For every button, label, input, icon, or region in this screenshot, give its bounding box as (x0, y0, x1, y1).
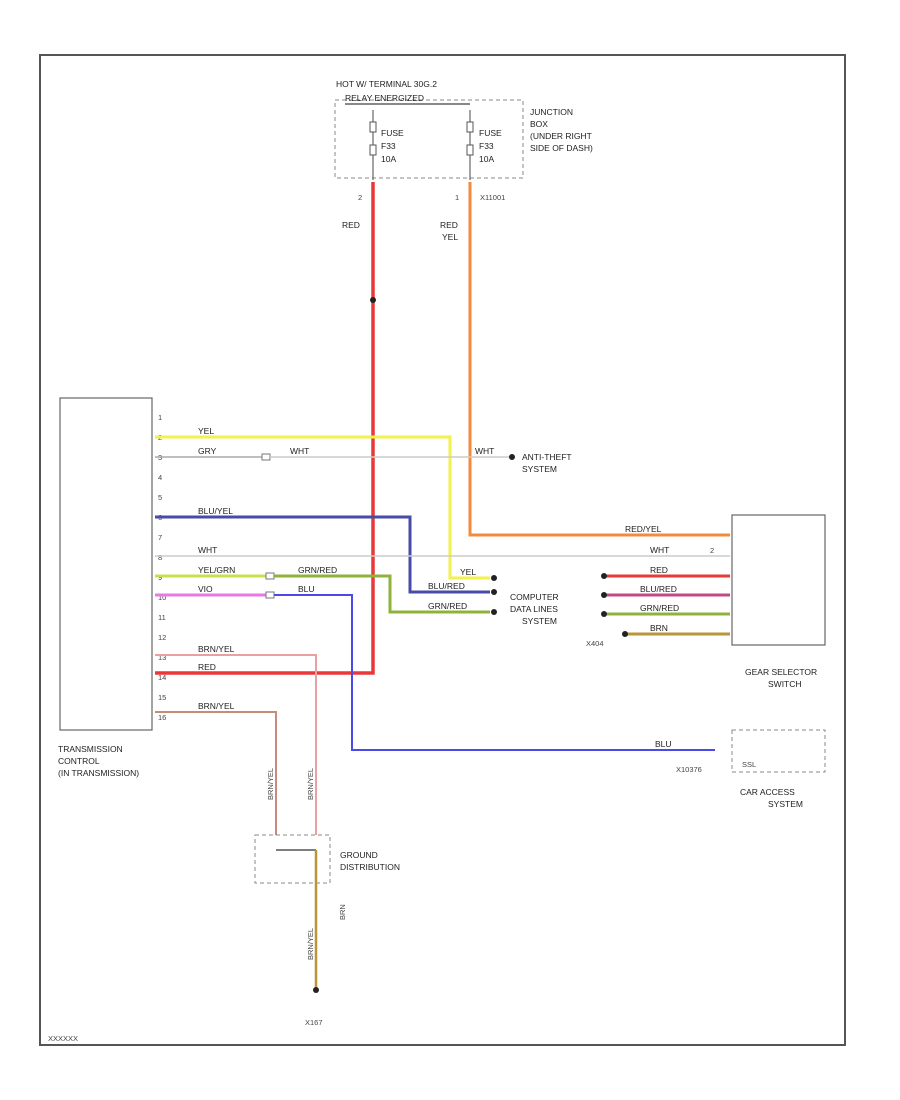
tcm-pin-list: 1 2 3 4 5 6 7 8 9 10 11 12 13 14 15 16 (158, 413, 166, 722)
wire-label-vio: VIO (198, 584, 213, 594)
computer-data-label-2: DATA LINES (510, 604, 558, 614)
wire-gry-wht (155, 453, 515, 461)
wire-vio-blu (155, 591, 715, 751)
gear-selector-label-1: GEAR SELECTOR (745, 667, 817, 677)
car-access-label-2: SYSTEM (768, 799, 803, 809)
wire-blu-yel (155, 515, 490, 594)
wire-label-red-yel-gs: RED/YEL (625, 524, 662, 534)
ground-dist-label-1: GROUND (340, 850, 378, 860)
tcm-label-3: (IN TRANSMISSION) (58, 768, 139, 778)
wire-label-blu-red: BLU/RED (428, 581, 465, 591)
svg-text:FUSE: FUSE (381, 128, 404, 138)
computer-data-label-3: SYSTEM (522, 616, 557, 626)
svg-text:10A: 10A (479, 154, 494, 164)
car-access-box (731, 729, 826, 773)
computer-data-label-1: COMPUTER (510, 592, 559, 602)
svg-text:10: 10 (158, 593, 166, 602)
wire-label-yel: YEL (198, 426, 214, 436)
junction-box-location-1: JUNCTION (530, 107, 573, 117)
wire-label-blu-ca: BLU (655, 739, 672, 749)
ground-point-label: X167 (305, 1018, 323, 1027)
wire-label-brn-yel-1: BRN/YEL (198, 644, 235, 654)
wire-label-blu-red-gs: BLU/RED (640, 584, 677, 594)
fuse-header-1: HOT W/ TERMINAL 30G.2 (336, 79, 437, 89)
fuse-pin-left: 2 (358, 193, 362, 202)
tcm-label-1: TRANSMISSION (58, 744, 123, 754)
gear-selector-label-2: SWITCH (768, 679, 802, 689)
fuse-pin-right: 1 (455, 193, 459, 202)
wire-label-brn-ground: BRN (338, 904, 347, 920)
fuse-junction-box (334, 99, 524, 179)
diagram-frame (39, 54, 846, 1046)
wire-label-yel-data: YEL (460, 567, 476, 577)
fuse-header-2: RELAY ENERGIZED (345, 93, 424, 103)
gear-selector-pin: 2 (710, 546, 714, 555)
junction-box-location-3: (UNDER RIGHT (530, 131, 592, 141)
data-line-arrows (491, 575, 497, 615)
tcm-module-box (59, 397, 153, 731)
gear-selector-box (731, 514, 826, 646)
svg-text:10A: 10A (381, 154, 396, 164)
junction-box-location-4: SIDE OF DASH) (530, 143, 593, 153)
wire-label-grn-red-gs: GRN/RED (640, 603, 679, 613)
gear-selector-wires (601, 573, 730, 637)
connector-x404-label: X404 (586, 639, 604, 648)
wire-yel-grn (155, 572, 490, 614)
wire-label-brown-v3: BRN/YEL (306, 928, 315, 960)
wire-label-red-right-2: YEL (442, 232, 458, 242)
ground-distribution-box (254, 834, 331, 884)
car-access-label-1: CAR ACCESS (740, 787, 795, 797)
svg-text:11: 11 (158, 613, 166, 622)
antitheft-label-1: ANTI-THEFT (522, 452, 572, 462)
tcm-label-2: CONTROL (58, 756, 100, 766)
svg-text:FUSE: FUSE (479, 128, 502, 138)
wire-label-grn-red-data: GRN/RED (428, 601, 467, 611)
wire-label-red-left: RED (342, 220, 360, 230)
wire-label-brn-yel-2: BRN/YEL (198, 701, 235, 711)
svg-text:13: 13 (158, 653, 166, 662)
footer-code: XXXXXX (48, 1034, 78, 1043)
fuse-connector-id: X11001 (480, 193, 505, 202)
wire-label-brown-v2: BRN/YEL (306, 768, 315, 800)
svg-text:15: 15 (158, 693, 166, 702)
wire-label-grn-red: GRN/RED (298, 565, 337, 575)
car-access-connector: X10376 (676, 765, 702, 774)
wire-red-power (155, 182, 376, 675)
svg-text:16: 16 (158, 713, 166, 722)
wire-label-wht-pin7: WHT (198, 545, 217, 555)
wire-label-red-right-1: RED (440, 220, 458, 230)
svg-text:F33: F33 (381, 141, 396, 151)
svg-text:8: 8 (158, 553, 162, 562)
fuse-left: FUSE F33 10A (369, 110, 404, 180)
wire-label-wht-gs: WHT (650, 545, 669, 555)
wire-label-yel-grn: YEL/GRN (198, 565, 235, 575)
wire-yel (155, 435, 490, 580)
wire-label-wht-mid: WHT (290, 446, 309, 456)
svg-text:14: 14 (158, 673, 166, 682)
wire-label-wht-right: WHT (475, 446, 494, 456)
svg-text:4: 4 (158, 473, 162, 482)
svg-text:1: 1 (158, 413, 162, 422)
svg-text:12: 12 (158, 633, 166, 642)
wire-label-blu-yel: BLU/YEL (198, 506, 233, 516)
wire-label-red-gs: RED (650, 565, 668, 575)
ground-dist-label-2: DISTRIBUTION (340, 862, 400, 872)
svg-text:5: 5 (158, 493, 162, 502)
fuse-right: FUSE F33 10A (466, 110, 502, 180)
wire-brn-yel-1 (155, 654, 317, 835)
wire-label-brn-gs: BRN (650, 623, 668, 633)
wire-label-brown-v1: BRN/YEL (266, 768, 275, 800)
wire-brn-yel-2 (155, 711, 277, 835)
wire-red-yel (468, 182, 730, 537)
antitheft-label-2: SYSTEM (522, 464, 557, 474)
svg-text:F33: F33 (479, 141, 494, 151)
svg-text:7: 7 (158, 533, 162, 542)
junction-box-location-2: BOX (530, 119, 548, 129)
wire-label-red-14: RED (198, 662, 216, 672)
wire-label-blu-mid: BLU (298, 584, 315, 594)
car-access-pin: SSL (742, 760, 756, 769)
wire-label-gry: GRY (198, 446, 217, 456)
